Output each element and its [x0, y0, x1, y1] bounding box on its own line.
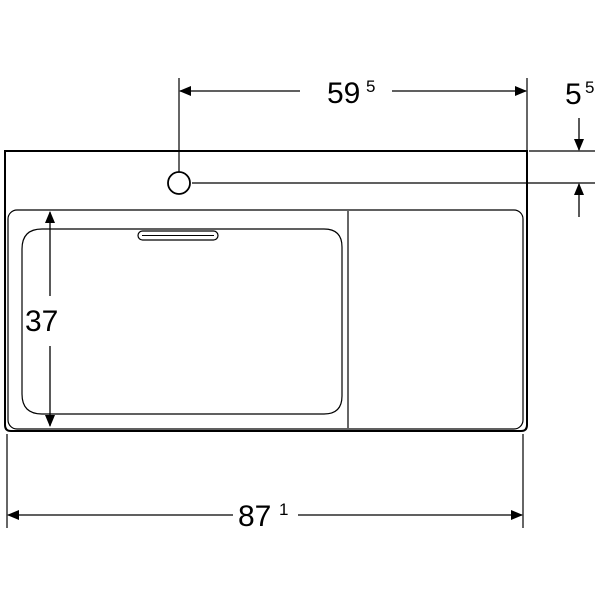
dimension-rim-offset: 5 5	[192, 78, 595, 217]
total-width-value: 87	[238, 500, 271, 533]
dimension-total-width: 87 1	[6, 434, 524, 533]
tap-offset-sup: 5	[366, 77, 375, 96]
bowl-depth-value: 37	[25, 305, 58, 338]
tap-offset-value: 59	[327, 77, 360, 110]
rim-offset-value: 5	[565, 78, 582, 111]
rim-offset-sup: 5	[585, 78, 594, 97]
dimension-bowl-depth: 37	[24, 211, 70, 427]
tap-hole	[167, 171, 191, 195]
dimension-tap-offset: 59 5	[178, 77, 528, 172]
overflow-slot	[137, 230, 219, 241]
total-width-sup: 1	[279, 500, 288, 519]
basin-outline	[4, 150, 528, 432]
bowl	[21, 228, 343, 415]
inner-recess	[7, 209, 524, 430]
